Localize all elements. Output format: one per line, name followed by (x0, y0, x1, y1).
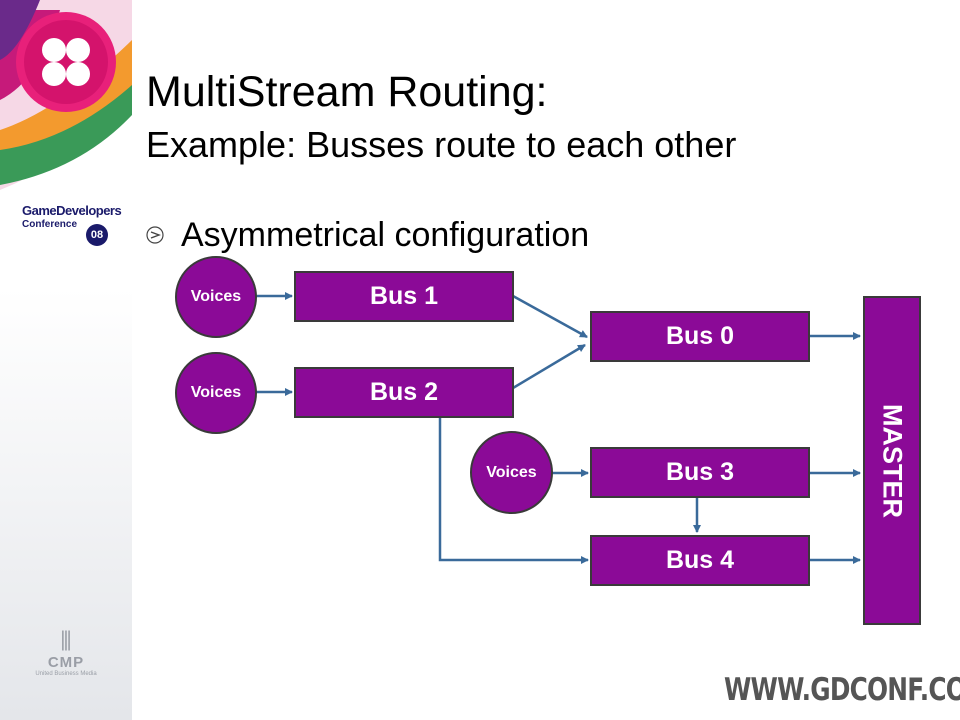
slide-title: MultiStream Routing: (146, 68, 548, 116)
master-label: MASTER (877, 403, 908, 518)
cmp-mark-icon: ⦀ (60, 626, 72, 656)
bus-3-node: Bus 3 (590, 447, 810, 498)
master-node: MASTER (863, 296, 921, 625)
voices-node-1: Voices (175, 256, 257, 338)
bus-2-node: Bus 2 (294, 367, 514, 418)
arrow-bus2-bus4 (438, 417, 589, 564)
cmp-logo-name: CMP (47, 654, 85, 671)
arrow-bus2-bus0 (512, 343, 586, 390)
cmp-logo: ⦀ CMP United Business Media (30, 628, 102, 677)
gdc-flower-logo-icon (0, 0, 132, 190)
bus-0-node: Bus 0 (590, 311, 810, 362)
gdc-logo-line2: Conference (22, 219, 78, 230)
bullet-icon (146, 226, 164, 244)
arrow-bus1-bus0 (512, 294, 588, 339)
bus-4-node: Bus 4 (590, 535, 810, 586)
cmp-logo-sub: United Business Media (35, 671, 97, 677)
bullet-text: Asymmetrical configuration (181, 216, 590, 254)
gdc-logo-line1: GameDevelopers (22, 203, 122, 218)
gdc-year-badge: 08 (86, 224, 108, 246)
footer-url: WWW.GDCONF.COM (724, 672, 960, 708)
slide-subtitle: Example: Busses route to each other (146, 124, 737, 165)
gdc-logo-text: GameDevelopers Conference (22, 203, 122, 230)
sidebar-decoration: GameDevelopers Conference 08 ⦀ CMP Unite… (0, 0, 132, 720)
voices-node-2: Voices (175, 352, 257, 434)
bus-1-node: Bus 1 (294, 271, 514, 322)
voices-node-3: Voices (470, 431, 553, 514)
